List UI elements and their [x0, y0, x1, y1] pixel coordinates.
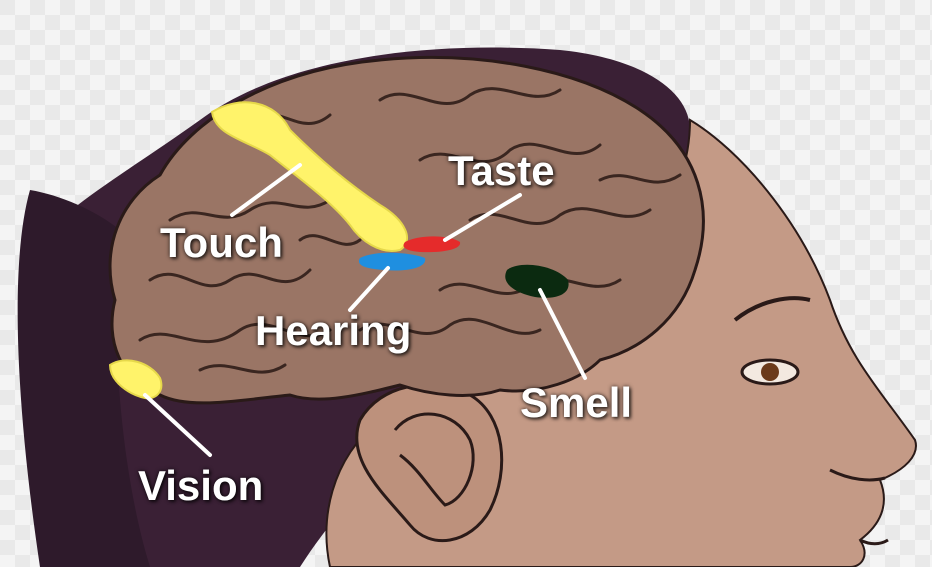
taste-label: Taste [448, 150, 555, 192]
vision-label: Vision [138, 465, 263, 507]
iris-shape [761, 363, 779, 381]
smell-label: Smell [520, 382, 632, 424]
touch-label: Touch [160, 222, 283, 264]
hearing-label: Hearing [255, 310, 411, 352]
hearing-region [359, 253, 425, 271]
